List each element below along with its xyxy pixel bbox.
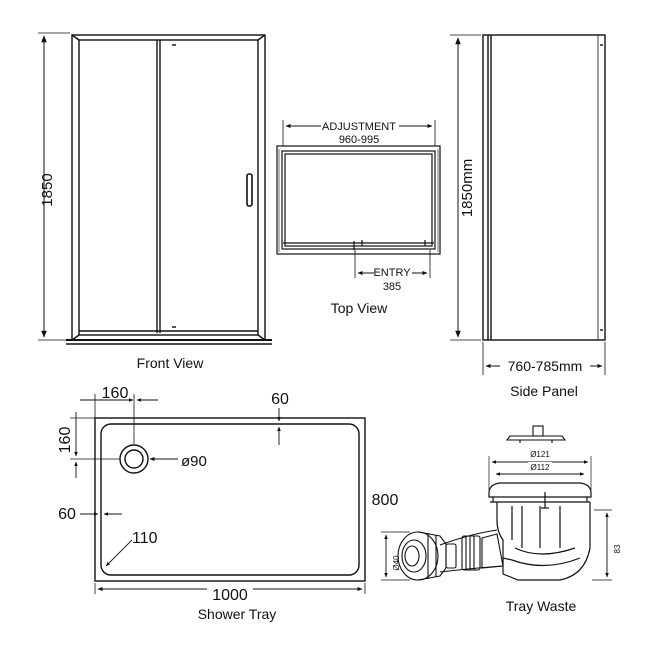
waste-outlet-pipe	[439, 529, 504, 573]
waste-body	[488, 482, 592, 581]
waste-diameter-label: ø90	[181, 453, 207, 470]
waste-compression-nut	[397, 531, 457, 581]
tray-waste-hole: ø90	[119, 444, 207, 474]
dim-112-label: Ø112	[531, 463, 551, 472]
entry-dimension: ENTRY 385	[354, 250, 431, 293]
adjustment-label: ADJUSTMENT	[322, 121, 396, 133]
dim-110-label: 110	[132, 530, 158, 547]
waste-cover-plate	[505, 425, 567, 443]
top-view-frame	[276, 145, 441, 255]
adjustment-dimension: ADJUSTMENT 960-995	[282, 120, 436, 146]
side-panel-caption: Side Panel	[510, 383, 578, 399]
dim-60-left: 60	[58, 506, 122, 523]
dim-160-top-label: 160	[102, 385, 129, 402]
dim-160-left-label: 160	[57, 427, 74, 454]
side-panel: 1850mm 760-785mm Side Panel	[450, 34, 606, 399]
front-height-dimension: 1850	[38, 32, 70, 341]
dim-110: 110	[105, 530, 158, 567]
dim-60-left-label: 60	[58, 506, 76, 523]
tray-outline	[94, 417, 366, 582]
shower-tray-caption: Shower Tray	[198, 606, 277, 622]
adjustment-value: 960-995	[339, 134, 379, 146]
side-height-label: 1850mm	[459, 159, 476, 217]
dim-83-label: 83	[613, 544, 622, 553]
dim-40-label: Ø40	[392, 555, 401, 571]
dim-121-label: Ø121	[530, 450, 550, 459]
dim-1000: 1000	[94, 582, 366, 604]
door-handle	[246, 173, 253, 207]
dim-160-left: 160	[57, 412, 120, 478]
side-width-label: 760-785mm	[508, 358, 583, 374]
dim-160-top: 160	[80, 385, 158, 444]
top-view-caption: Top View	[331, 300, 388, 316]
side-width-dimension: 760-785mm	[482, 342, 606, 375]
side-panel-frame	[482, 34, 606, 341]
tray-height-label: 800	[372, 492, 399, 509]
dim-60-top-label: 60	[271, 391, 289, 408]
tray-waste: Ø121 Ø112	[381, 425, 622, 614]
dim-83: 83	[592, 509, 622, 581]
tray-waste-caption: Tray Waste	[506, 598, 577, 614]
dim-60-top: 60	[271, 391, 289, 445]
shower-tray: ø90 160 160 60 60 110	[57, 385, 398, 622]
front-view: 1850 Front View	[38, 32, 272, 371]
side-height-dimension: 1850mm	[450, 34, 481, 341]
front-view-caption: Front View	[137, 355, 205, 371]
tray-width-label: 1000	[212, 587, 248, 604]
dim-112: Ø112	[495, 462, 585, 476]
entry-label: ENTRY	[373, 267, 411, 279]
front-height-label: 1850	[39, 173, 56, 206]
top-view: ADJUSTMENT 960-995 ENTRY 385 Top View	[276, 120, 441, 316]
front-view-frame	[66, 34, 272, 345]
entry-value: 385	[383, 281, 401, 293]
dim-40: Ø40	[381, 531, 410, 581]
